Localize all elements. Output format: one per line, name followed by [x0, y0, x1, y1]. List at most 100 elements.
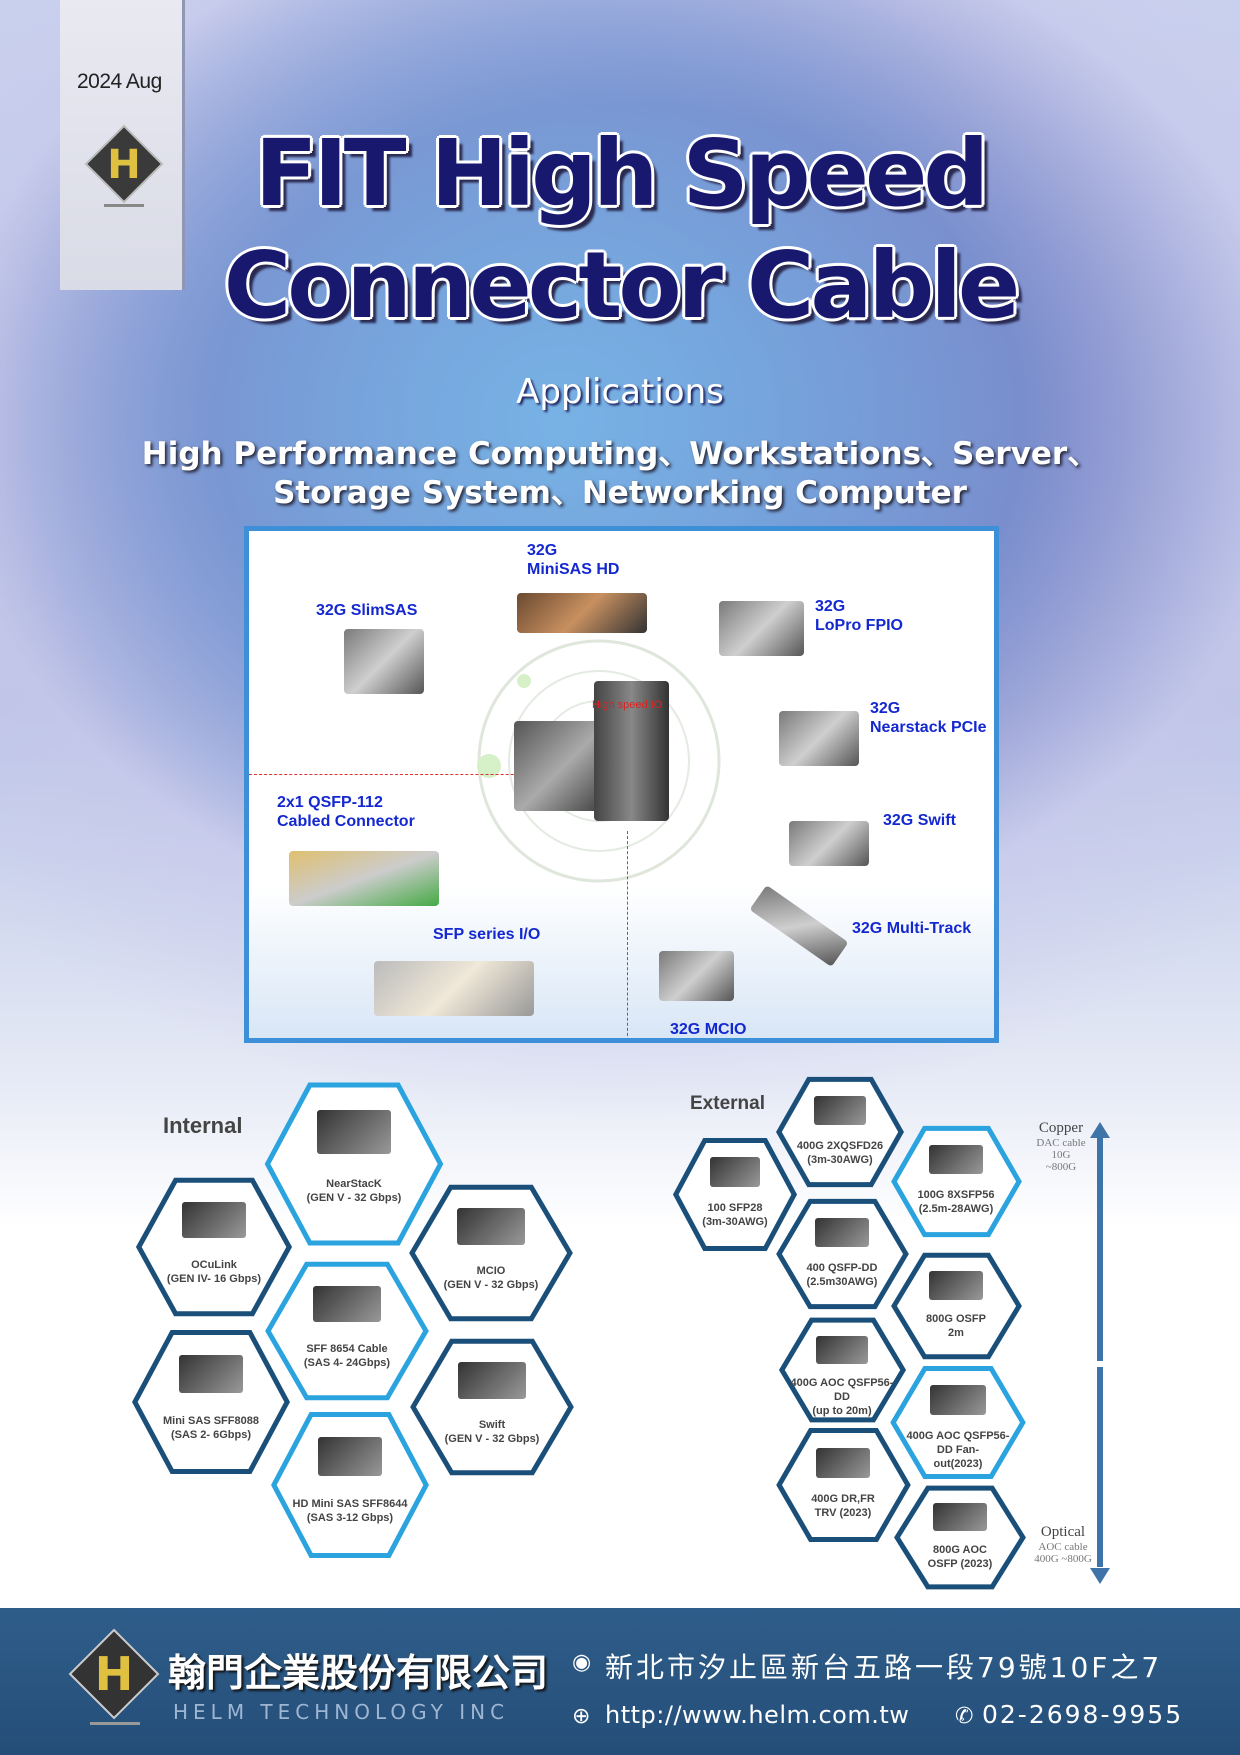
product-image	[317, 1437, 383, 1476]
label-multi-track: 32G Multi-Track	[852, 920, 972, 937]
label-swift: 32G Swift	[883, 812, 956, 829]
product-image	[317, 1110, 391, 1154]
product-name: MCIO	[476, 1265, 506, 1278]
product-spec: OSFP (2023)	[927, 1558, 993, 1571]
label-mcio: 32G MCIO	[670, 1021, 747, 1038]
external-product-hex: 100G 8XSFP56(2.5m-28AWG)	[890, 1125, 1023, 1238]
product-name: Swift	[478, 1419, 506, 1432]
phone-number: 02-2698-9955	[982, 1700, 1184, 1729]
product-spec: out(2023)	[933, 1457, 983, 1470]
product-name: 100 SFP28	[707, 1201, 763, 1214]
svg-text:H: H	[107, 142, 140, 188]
product-spec: (GEN V - 32 Gbps)	[443, 1279, 539, 1292]
product-name: 400 QSFP-DD	[806, 1261, 878, 1274]
qsfp-112-image	[289, 851, 439, 906]
product-spec: (GEN V - 32 Gbps)	[306, 1192, 402, 1205]
product-spec: (SAS 3-12 Gbps)	[306, 1512, 394, 1524]
product-name: NearStacK	[326, 1178, 382, 1191]
helm-logo: H	[84, 124, 164, 207]
internal-product-hex: SFF 8654 Cable(SAS 4- 24Gbps)	[263, 1260, 431, 1402]
footer-logo: H	[68, 1628, 160, 1725]
product-name: 400G AOC QSFP56-DD	[790, 1377, 894, 1404]
circuit-rings	[477, 639, 721, 883]
product-spec: TRV (2023)	[814, 1506, 872, 1519]
copper-legend: Copper DAC cable 10G ~800G	[1036, 1120, 1086, 1173]
internal-product-hex: HD Mini SAS SFF8644 (SAS 3-12 Gbps)	[269, 1410, 431, 1560]
product-image	[457, 1208, 525, 1245]
lopro-fpio-image	[719, 601, 804, 656]
internal-heading: Internal	[163, 1113, 243, 1138]
product-name: SFF 8654 Cable	[306, 1343, 388, 1356]
external-product-hex: 400G AOC QSFP56-DD(up to 20m)	[778, 1317, 907, 1423]
product-name: Mini SAS SFF8088	[162, 1414, 259, 1427]
server-tower-image	[594, 681, 669, 821]
product-image	[178, 1354, 244, 1394]
product-spec: (GEN V - 32 Gbps)	[444, 1433, 540, 1446]
swift-image	[789, 821, 869, 866]
product-name: 400G 2XQSFD26	[796, 1139, 884, 1152]
copper-optical-arrow	[1090, 1122, 1110, 1584]
product-image	[815, 1447, 871, 1479]
product-image	[933, 1503, 987, 1531]
product-spec: (3m-30AWG)	[702, 1215, 768, 1228]
address: 新北市汐止區新台五路一段79號10F之7	[605, 1651, 1163, 1684]
product-spec: (GEN IV- 16 Gbps)	[166, 1273, 262, 1286]
phone-icon: ✆	[955, 1704, 974, 1729]
label-slimsas: 32G SlimSAS	[316, 602, 418, 619]
product-image	[815, 1218, 869, 1248]
product-name: OCuLink	[191, 1259, 237, 1272]
guide-line-v	[627, 831, 628, 1038]
product-image	[814, 1096, 866, 1126]
sfp-image	[374, 961, 534, 1016]
product-spec: (2.5m30AWG)	[806, 1275, 878, 1288]
footer: H 翰門企業股份有限公司 HELM TECHNOLOGY INC ◉ 新北市汐止…	[0, 1608, 1240, 1755]
product-image	[816, 1336, 868, 1364]
nearstack-pcie-image	[779, 711, 859, 766]
product-spec: (SAS 2- 6Gbps)	[170, 1428, 252, 1441]
mcio-image	[659, 951, 734, 1001]
product-spec: 2m	[948, 1327, 964, 1340]
product-image	[929, 1271, 983, 1300]
minisas-hd-image	[517, 593, 647, 633]
product-image	[929, 1144, 983, 1175]
company-name-zh: 翰門企業股份有限公司	[168, 1651, 549, 1695]
product-name: HD Mini SAS SFF8644	[292, 1498, 408, 1510]
internal-product-hex: NearStacK(GEN V - 32 Gbps)	[262, 1080, 446, 1248]
external-heading: External	[690, 1093, 765, 1114]
product-image	[458, 1362, 526, 1399]
applications-heading: Applications	[516, 372, 724, 412]
optical-legend: Optical AOC cable 400G ~800G	[1034, 1524, 1092, 1565]
globe-icon: ⊕	[572, 1704, 591, 1729]
internal-product-hex: MCIO(GEN V - 32 Gbps)	[407, 1183, 575, 1323]
label-sfp-series: SFP series I/O	[433, 926, 541, 943]
applications-line-2: Storage System、Networking Computer	[273, 475, 967, 511]
product-name: 800G AOC	[932, 1544, 987, 1557]
svg-text:H: H	[95, 1647, 134, 1701]
internal-product-hex: OCuLink(GEN IV- 16 Gbps)	[134, 1176, 294, 1318]
multi-track-image	[749, 885, 849, 967]
internal-product-hex: Swift(GEN V - 32 Gbps)	[408, 1337, 576, 1477]
product-image	[709, 1157, 761, 1188]
high-speed-io-label: High speed IO	[592, 699, 663, 711]
external-product-hex: 100 SFP28(3m-30AWG)	[672, 1137, 798, 1252]
slimsas-image	[344, 629, 424, 694]
product-spec: (SAS 4- 24Gbps)	[303, 1357, 391, 1370]
website-link[interactable]: http://www.helm.com.tw	[605, 1701, 910, 1729]
external-product-hex: 400G AOC QSFP56-DD Fan-out(2023)	[889, 1365, 1027, 1480]
title-line-2: Connector Cable	[223, 232, 1021, 339]
product-name: 100G 8XSFP56	[917, 1188, 995, 1201]
product-spec: (2.5m-28AWG)	[918, 1202, 994, 1215]
internal-product-hex: Mini SAS SFF8088(SAS 2- 6Gbps)	[130, 1328, 292, 1476]
product-name: 400G DR,FR	[811, 1492, 875, 1505]
guide-line-h	[249, 774, 569, 775]
location-pin-icon: ◉	[572, 1650, 592, 1675]
product-name: 400G AOC QSFP56-DD Fan-	[906, 1429, 1010, 1456]
